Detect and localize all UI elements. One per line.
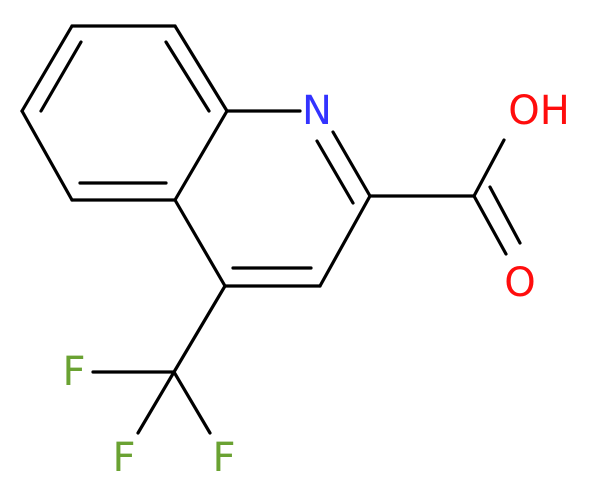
- bond-ccooh-o-double: [488, 185, 522, 245]
- carbonyl-oxygen-label: O: [504, 260, 535, 306]
- bond-n1-c2-double: [315, 139, 355, 205]
- bonds: [20, 24, 522, 435]
- bond-ccooh-o: [472, 194, 508, 256]
- bond-c6-c8: [20, 24, 74, 113]
- bond-c5-c6: [20, 109, 74, 202]
- bond-c7-c8a-double: [164, 40, 211, 113]
- nitrogen-atom-label: N: [302, 88, 332, 134]
- bond-c2-c3: [318, 194, 372, 288]
- fluorine-bottom-right-label: F: [212, 435, 235, 481]
- bond-ccooh-oh: [472, 138, 506, 198]
- bond-c4-ccf3: [172, 284, 227, 374]
- fluorine-bottom-left-label: F: [112, 435, 135, 481]
- atom-labels: N OH O F F F: [62, 88, 569, 481]
- bond-n1-c2: [331, 130, 372, 198]
- bond-c7-c8a: [173, 24, 229, 113]
- bond-ccf3-f-bottom-left: [136, 370, 176, 435]
- bond-c8a-c4a: [173, 109, 229, 202]
- fluorine-left-label: F: [62, 349, 85, 395]
- bond-ccf3-f-bottom-right: [172, 370, 212, 435]
- bond-c6-c8-double: [39, 40, 83, 113]
- bond-c4-c4a: [173, 198, 227, 288]
- hydroxyl-oxygen-label: OH: [508, 88, 570, 134]
